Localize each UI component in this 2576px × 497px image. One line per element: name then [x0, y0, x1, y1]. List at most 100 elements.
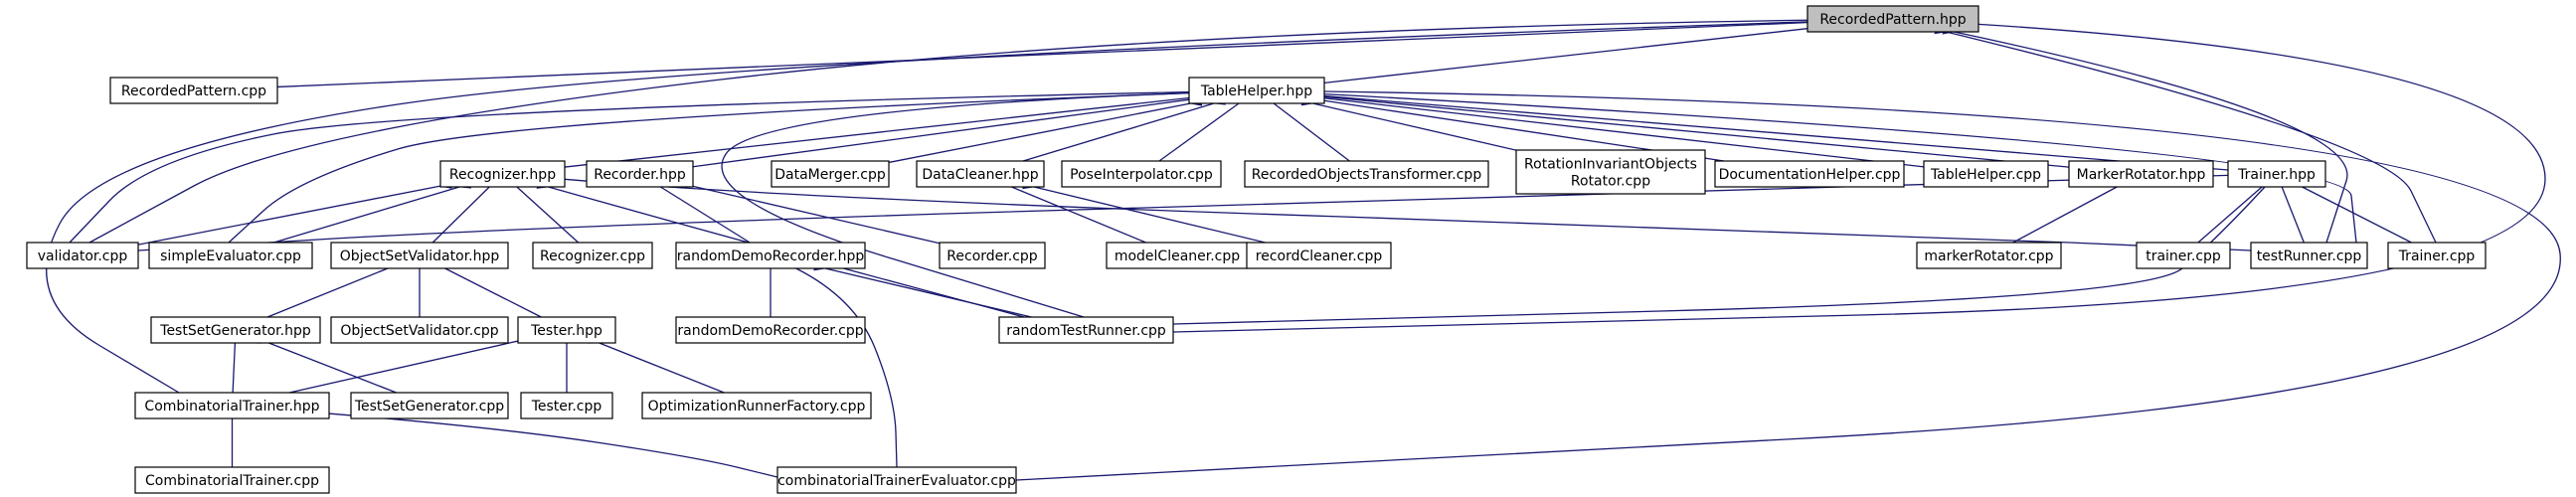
file-node-box[interactable] — [330, 242, 509, 269]
dependency-edge-TableHelper_hpp-to-RecordedObjectsTransformer_cpp — [1262, 92, 1350, 162]
dependency-edge-Recognizer_hpp-to-ObjectSetValidator_hpp — [431, 175, 501, 244]
file-node-MarkerRotator_hpp[interactable]: MarkerRotator.hpp — [2068, 160, 2214, 188]
file-node-Recognizer_cpp[interactable]: Recognizer.cpp — [532, 242, 653, 269]
file-node-box[interactable] — [998, 316, 1174, 344]
file-node-box[interactable] — [150, 316, 321, 344]
file-node-label: Trainer.cpp — [2398, 248, 2476, 264]
file-node-box[interactable] — [2250, 242, 2368, 269]
file-node-trainer_cpp[interactable]: trainer.cpp — [2136, 242, 2231, 269]
file-node-box[interactable] — [939, 242, 1046, 269]
file-node-CombinatorialTrainer_hpp[interactable]: CombinatorialTrainer.hpp — [134, 392, 330, 419]
dependency-edge-TableHelper_hpp-to-randomTestRunner_cpp — [721, 87, 1201, 318]
dependency-edge-CombinatorialTrainer_hpp-to-combinatorialTrainerEvaluator_cpp — [317, 408, 778, 478]
file-node-box[interactable] — [520, 392, 613, 419]
file-node-randomTestRunner_cpp[interactable]: randomTestRunner.cpp — [998, 316, 1174, 344]
file-node-box[interactable] — [1244, 160, 1489, 188]
file-node-testRunner_cpp[interactable]: testRunner.cpp — [2250, 242, 2368, 269]
file-node-PoseInterpolator_cpp[interactable]: PoseInterpolator.cpp — [1061, 160, 1222, 188]
dependency-edge-RecordedPattern_hpp-to-Trainer_cpp — [1934, 24, 2437, 244]
file-node-DataMerger_cpp[interactable]: DataMerger.cpp — [771, 160, 890, 188]
file-node-box[interactable] — [675, 242, 866, 269]
file-node-Tester_hpp[interactable]: Tester.hpp — [517, 316, 616, 344]
file-node-box[interactable] — [26, 242, 139, 269]
file-node-box[interactable] — [2068, 160, 2214, 188]
file-node-label: OptimizationRunnerFactory.cpp — [648, 399, 866, 414]
file-node-Recorder_cpp[interactable]: Recorder.cpp — [939, 242, 1046, 269]
file-node-Tester_cpp[interactable]: Tester.cpp — [520, 392, 613, 419]
file-node-box[interactable] — [148, 242, 313, 269]
dependency-edge-RecordedPattern_hpp-to-validator_cpp — [88, 15, 1819, 244]
file-node-label: CombinatorialTrainer.cpp — [145, 473, 319, 489]
file-node-box[interactable] — [1188, 77, 1325, 104]
file-node-randomDemoRecorder_cpp[interactable]: randomDemoRecorder.cpp — [675, 316, 866, 344]
file-node-box[interactable] — [1515, 149, 1706, 195]
file-node-Recognizer_hpp[interactable]: Recognizer.hpp — [439, 160, 566, 188]
file-node-label: ObjectSetValidator.cpp — [340, 323, 498, 339]
file-node-box[interactable] — [134, 466, 330, 494]
file-node-recordCleaner_cpp[interactable]: recordCleaner.cpp — [1246, 242, 1392, 269]
file-node-box[interactable] — [1714, 160, 1905, 188]
file-node-combinatorialTrainerEvaluator_cpp[interactable]: combinatorialTrainerEvaluator.cpp — [776, 466, 1017, 494]
file-node-box[interactable] — [1916, 242, 2062, 269]
file-node-label: Recorder.cpp — [946, 248, 1037, 264]
file-node-box[interactable] — [1923, 160, 2049, 188]
file-node-box[interactable] — [134, 392, 330, 419]
file-node-label: trainer.cpp — [2146, 248, 2221, 264]
dependency-edge-Trainer_hpp-to-testRunner_cpp — [2273, 174, 2305, 244]
dependency-edge-TableHelper_hpp-to-validator_cpp — [69, 86, 1201, 244]
file-node-TestSetGenerator_cpp[interactable]: TestSetGenerator.cpp — [350, 392, 509, 419]
dependency-edge-TableHelper_hpp-to-Recorder_hpp — [692, 92, 1201, 168]
file-node-RecordedObjectsTransformer_cpp[interactable]: RecordedObjectsTransformer.cpp — [1244, 160, 1489, 188]
file-node-box[interactable] — [439, 160, 566, 188]
file-node-modelCleaner_cpp[interactable]: modelCleaner.cpp — [1106, 242, 1249, 269]
dependency-edge-Recognizer_hpp-to-validator_cpp — [137, 179, 452, 246]
file-node-box[interactable] — [1246, 242, 1392, 269]
file-node-box[interactable] — [2136, 242, 2231, 269]
file-node-CombinatorialTrainer_cpp[interactable]: CombinatorialTrainer.cpp — [134, 466, 330, 494]
file-node-validator_cpp[interactable]: validator.cpp — [26, 242, 139, 269]
file-node-box[interactable] — [532, 242, 653, 269]
dependency-edge-Tester_hpp-to-OptimizationRunnerFactory_cpp — [587, 334, 725, 394]
file-node-box[interactable] — [586, 160, 694, 188]
file-node-ObjectSetValidator_cpp[interactable]: ObjectSetValidator.cpp — [330, 316, 509, 344]
file-node-TableHelper_cpp[interactable]: TableHelper.cpp — [1923, 160, 2049, 188]
file-node-box[interactable] — [1106, 242, 1249, 269]
file-node-box[interactable] — [1061, 160, 1222, 188]
file-node-RecordedPattern_hpp[interactable]: RecordedPattern.hpp — [1806, 5, 1979, 33]
file-node-Trainer_cpp[interactable]: Trainer.cpp — [2387, 242, 2487, 269]
dependency-edge-TableHelper_hpp-to-Recognizer_hpp — [564, 91, 1201, 168]
file-node-label: RecordedPattern.cpp — [121, 83, 266, 99]
dependency-edge-TableHelper_hpp-to-DataMerger_cpp — [888, 95, 1203, 164]
file-node-TestSetGenerator_hpp[interactable]: TestSetGenerator.hpp — [150, 316, 321, 344]
file-node-box[interactable] — [641, 392, 872, 419]
file-node-box[interactable] — [776, 466, 1017, 494]
file-node-Trainer_hpp[interactable]: Trainer.hpp — [2227, 160, 2326, 188]
file-node-label: RotationInvariantObjects — [1524, 157, 1697, 173]
file-node-OptimizationRunnerFactory_cpp[interactable]: OptimizationRunnerFactory.cpp — [641, 392, 872, 419]
file-node-box[interactable] — [771, 160, 890, 188]
file-node-simpleEvaluator_cpp[interactable]: simpleEvaluator.cpp — [148, 242, 313, 269]
file-node-box[interactable] — [350, 392, 509, 419]
file-node-DataCleaner_hpp[interactable]: DataCleaner.hpp — [916, 160, 1045, 188]
file-node-label: TestSetGenerator.hpp — [159, 323, 311, 339]
file-node-TableHelper_hpp[interactable]: TableHelper.hpp — [1188, 77, 1325, 104]
file-node-box[interactable] — [2227, 160, 2326, 188]
file-node-DocumentationHelper_cpp[interactable]: DocumentationHelper.cpp — [1714, 160, 1905, 188]
file-node-markerRotator_cpp[interactable]: markerRotator.cpp — [1916, 242, 2062, 269]
file-node-randomDemoRecorder_hpp[interactable]: randomDemoRecorder.hpp — [675, 242, 866, 269]
file-node-box[interactable] — [675, 316, 866, 344]
file-node-box[interactable] — [517, 316, 616, 344]
file-node-box[interactable] — [109, 77, 278, 104]
file-node-box[interactable] — [1806, 5, 1979, 33]
file-node-RecordedPattern_cpp[interactable]: RecordedPattern.cpp — [109, 77, 278, 104]
dependency-edge-ObjectSetValidator_hpp-to-TestSetGenerator_hpp — [266, 259, 401, 318]
dependency-edge-TestSetGenerator_hpp-to-CombinatorialTrainer_hpp — [230, 331, 241, 394]
file-node-box[interactable] — [330, 316, 509, 344]
file-node-Recorder_hpp[interactable]: Recorder.hpp — [586, 160, 694, 188]
file-node-box[interactable] — [2387, 242, 2487, 269]
file-node-box[interactable] — [916, 160, 1045, 188]
file-node-label: TestSetGenerator.cpp — [354, 399, 504, 414]
file-node-label: DocumentationHelper.cpp — [1719, 167, 1901, 183]
file-node-ObjectSetValidator_hpp[interactable]: ObjectSetValidator.hpp — [330, 242, 509, 269]
